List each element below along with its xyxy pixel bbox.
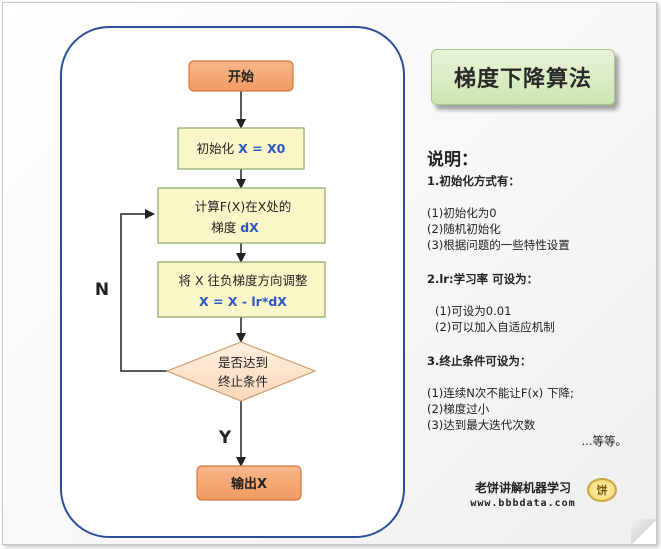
list-item: (3)根据问题的一些特性设置: [427, 238, 570, 252]
decision-node: [165, 341, 317, 402]
section-title-stop: 3.终止条件可设为：: [427, 354, 532, 368]
yes-label: Y: [218, 428, 232, 448]
list-item: (3)达到最大迭代次数: [427, 418, 536, 432]
list-item: (2)随机初始化: [427, 222, 501, 236]
decision-line2: 终止条件: [218, 374, 268, 389]
notes-panel: 说明： 1.初始化方式有： (1)初始化为0 (2)随机初始化 (3)根据问题的…: [427, 149, 647, 449]
compute-gradient-node: [157, 187, 326, 244]
update-line2: X = X - lr*dX: [199, 294, 287, 309]
notes-heading: 说明：: [427, 150, 478, 170]
brand-name: 老饼讲解机器学习: [474, 481, 571, 495]
list-item: (1)可设为0.01: [435, 304, 512, 318]
list-item: (1)连续N次不能让F(x) 下降;: [427, 386, 574, 400]
brand-url: www.bbbdata.com: [470, 498, 576, 509]
title-box: 梯度下降算法: [431, 49, 615, 105]
logo-badge-icon: 饼: [587, 478, 617, 502]
arrow-no-loop: [120, 209, 167, 372]
output-node: [196, 465, 302, 501]
update-line1: 将 X 往负梯度方向调整: [178, 273, 308, 288]
no-label: N: [95, 280, 109, 300]
compute-line1: 计算F(X)在X处的: [195, 199, 292, 214]
logo-badge-text: 饼: [596, 484, 608, 497]
list-item: (1)初始化为0: [427, 206, 497, 220]
diagram-title: 梯度下降算法: [453, 67, 592, 92]
start-node: [188, 60, 294, 92]
init-label: 初始化 X = X0: [197, 141, 286, 156]
init-node: [177, 127, 305, 170]
list-item: (2)可以加入自适应机制: [435, 320, 555, 334]
footer-brand: 老饼讲解机器学习 www.bbbdata.com: [463, 479, 583, 509]
decision-line1: 是否达到: [218, 355, 268, 370]
init-expr: X = X0: [238, 141, 285, 156]
gradient-dx: dX: [240, 220, 259, 235]
compute-line2: 梯度 dX: [211, 220, 259, 235]
notes-etc: ...等等。: [581, 434, 627, 448]
section-title-lr: 2.lr:学习率 可设为：: [427, 272, 539, 286]
page-fold-corner: [631, 519, 656, 544]
output-label: 输出X: [231, 476, 267, 492]
start-label: 开始: [228, 69, 254, 85]
flowchart: 开始 初始化 X = X0 计算F(X)在X处的 梯度 dX 将 X 往负梯度方…: [60, 26, 405, 538]
list-item: (2)梯度过小: [427, 402, 490, 416]
section-title-init: 1.初始化方式有：: [427, 174, 520, 188]
update-x-node: [157, 261, 326, 318]
